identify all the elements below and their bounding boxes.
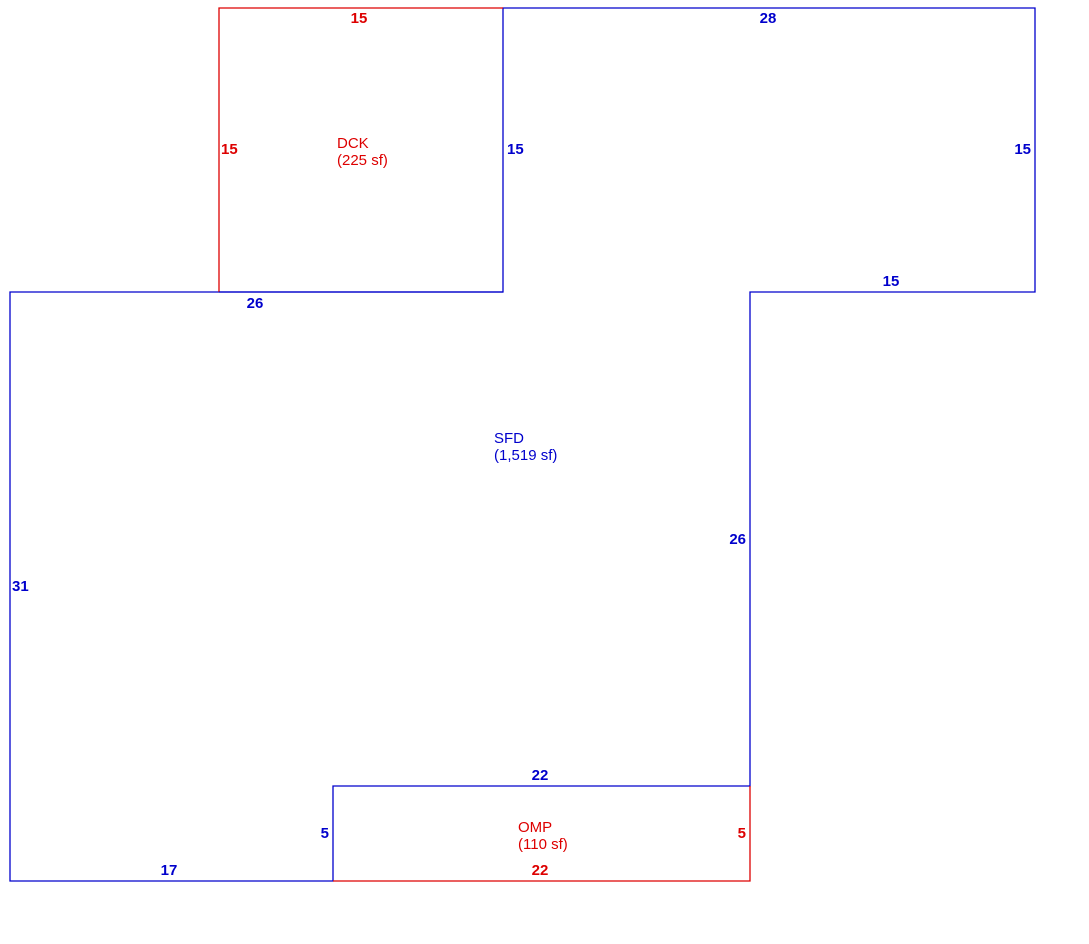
dim-sfd-bottom-left: 17: [161, 862, 178, 879]
omp-label: OMP: [518, 819, 552, 836]
sfd-label: SFD: [494, 430, 524, 447]
omp-outline: [333, 786, 751, 882]
dim-omp-right: 5: [738, 825, 746, 842]
dim-sfd-left: 31: [12, 578, 29, 595]
dck-label: DCK: [337, 135, 369, 152]
dim-dck-right: 15: [507, 141, 524, 158]
dim-omp-left: 5: [321, 825, 329, 842]
dck-outline: [218, 7, 503, 292]
dim-sfd-right-upper: 15: [1014, 141, 1031, 158]
dim-dck-left: 15: [221, 141, 238, 158]
dim-dck-top: 15: [351, 10, 368, 27]
dck-area: (225 sf): [337, 152, 388, 169]
dim-omp-bottom: 22: [532, 862, 549, 879]
omp-area: (110 sf): [518, 836, 568, 853]
dim-sfd-top-right: 28: [760, 10, 777, 27]
sfd-outline: [9, 7, 1036, 882]
dim-sfd-right-lower: 26: [729, 531, 746, 548]
dim-omp-top: 22: [532, 767, 549, 784]
dim-sfd-step: 15: [883, 273, 900, 290]
dim-sfd-top-left: 26: [247, 295, 264, 312]
sfd-area: (1,519 sf): [494, 447, 557, 464]
